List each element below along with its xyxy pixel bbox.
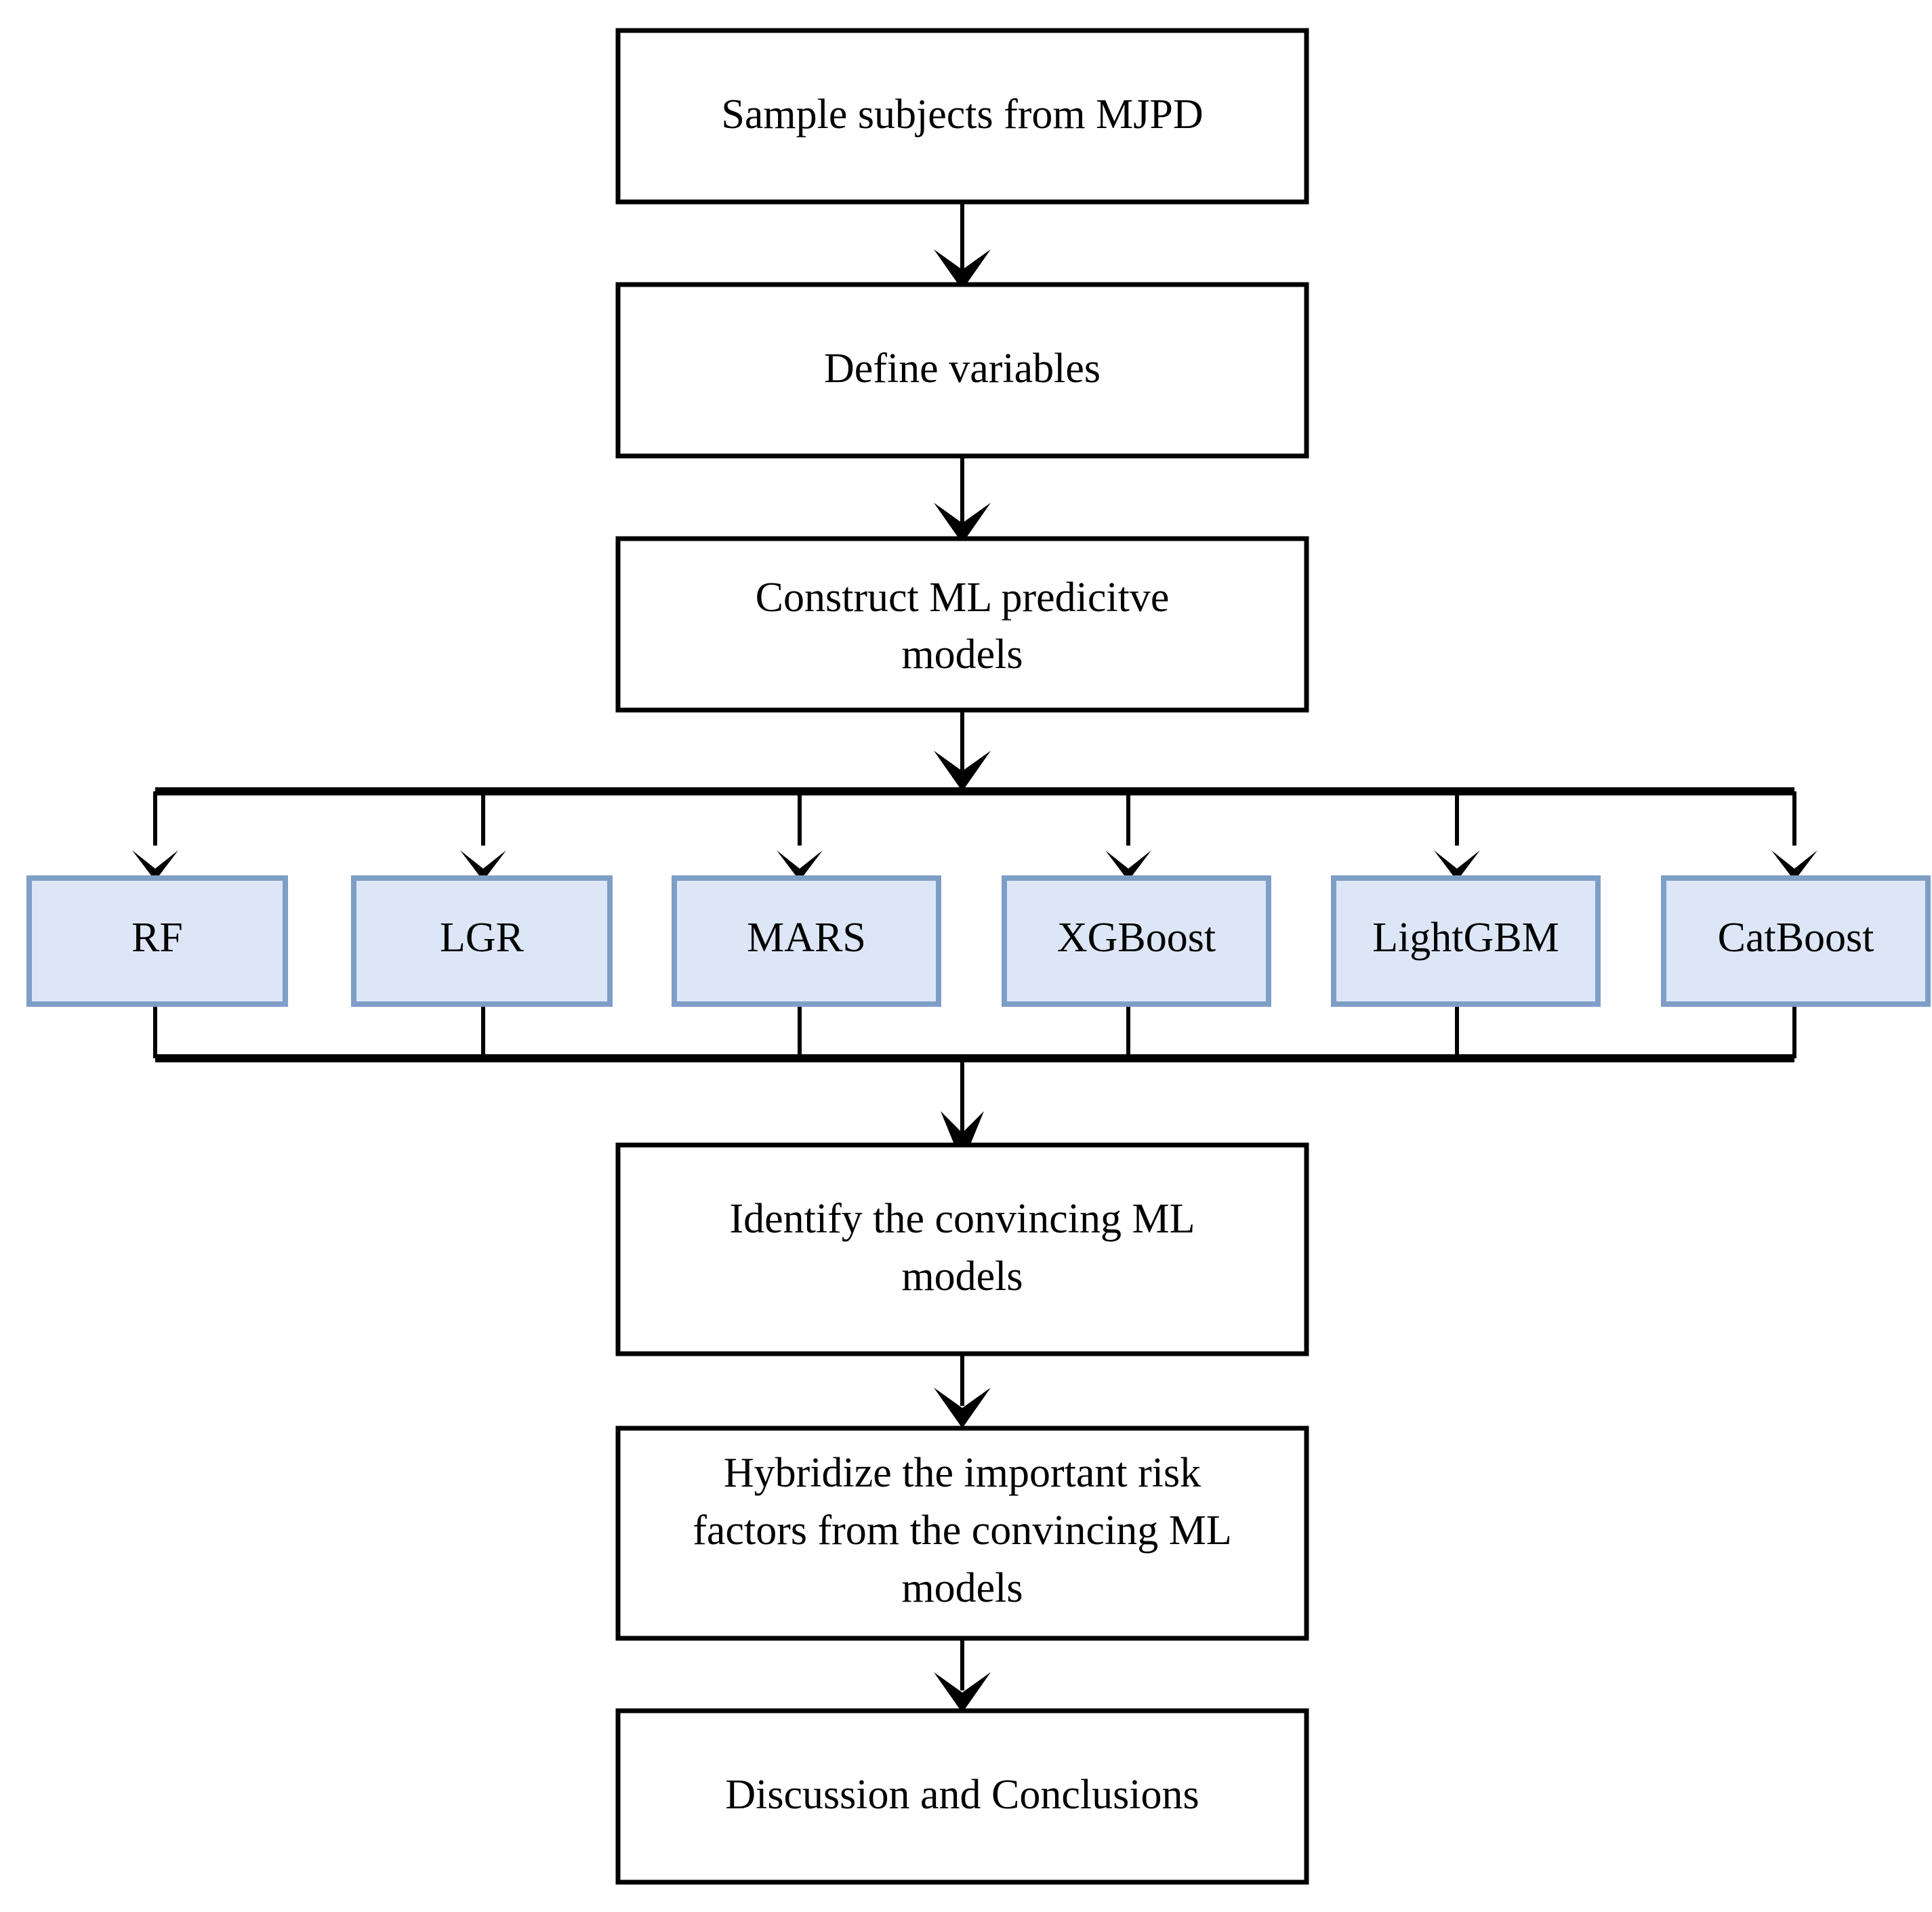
node-construct-models-label-line2: models: [901, 631, 1023, 678]
node-identify-models[interactable]: Identify the convincing ML models: [615, 1142, 1309, 1356]
node-define-variables[interactable]: Define variables: [615, 282, 1309, 459]
node-discussion-conclusions[interactable]: Discussion and Conclusions: [615, 1708, 1309, 1885]
node-model-lightgbm-label: LightGBM: [1372, 915, 1559, 961]
node-define-variables-label: Define variables: [824, 346, 1101, 392]
connector-identify-to-hybridize: [934, 1354, 991, 1428]
node-construct-models-label-line1: Construct ML predicitve: [756, 575, 1170, 621]
node-hybridize-factors[interactable]: Hybridize the important risk factors fro…: [615, 1426, 1309, 1641]
node-hybridize-factors-label-line1: Hybridize the important risk: [724, 1450, 1201, 1496]
node-sample-subjects-label: Sample subjects from MJPD: [721, 91, 1203, 138]
node-model-xgboost-label: XGBoost: [1057, 915, 1216, 961]
connector-merge-bar: [153, 1004, 1796, 1164]
node-model-rf[interactable]: RF: [26, 875, 288, 1007]
node-hybridize-factors-label-line2: factors from the convincing ML: [693, 1508, 1231, 1554]
connector-define-to-construct: [934, 456, 991, 543]
connector-sample-to-define: [934, 202, 991, 290]
node-identify-models-label-line1: Identify the convincing ML: [730, 1196, 1195, 1242]
node-model-catboost[interactable]: CatBoost: [1661, 875, 1931, 1007]
node-model-lightgbm[interactable]: LightGBM: [1331, 875, 1601, 1007]
node-model-xgboost[interactable]: XGBoost: [1002, 875, 1271, 1007]
node-model-mars-label: MARS: [747, 915, 866, 961]
node-construct-models[interactable]: Construct ML predicitve models: [615, 536, 1309, 713]
node-model-lgr-label: LGR: [440, 915, 525, 961]
connector-construct-to-split: [934, 710, 991, 791]
node-hybridize-factors-label-line3: models: [901, 1565, 1023, 1611]
node-model-catboost-label: CatBoost: [1718, 915, 1874, 961]
node-sample-subjects[interactable]: Sample subjects from MJPD: [615, 28, 1309, 205]
node-identify-models-label-line2: models: [901, 1253, 1023, 1300]
node-model-lgr[interactable]: LGR: [351, 875, 613, 1007]
connector-hybridize-to-discussion: [934, 1638, 991, 1713]
node-model-mars[interactable]: MARS: [672, 875, 941, 1007]
node-discussion-conclusions-label: Discussion and Conclusions: [725, 1772, 1199, 1818]
connector-split-bar: [132, 787, 1817, 881]
node-model-rf-label: RF: [131, 915, 183, 961]
